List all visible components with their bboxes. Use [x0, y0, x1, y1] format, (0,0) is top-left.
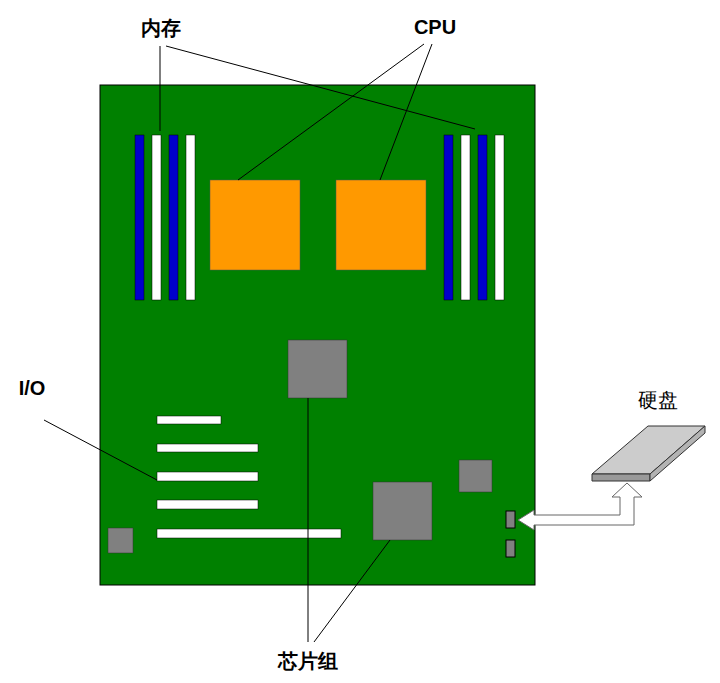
- memory-slot: [169, 135, 178, 300]
- part-label: I/O: [17, 377, 48, 400]
- memory-slot: [135, 135, 144, 300]
- part-label: 内存: [139, 17, 183, 40]
- part-label: 芯片组: [276, 650, 340, 673]
- data-arrow: [518, 483, 642, 530]
- hard-disk: [592, 426, 705, 481]
- part-label: CPU: [412, 16, 458, 39]
- io-slot: [157, 529, 341, 538]
- disk-port: [506, 511, 515, 528]
- leader-line: [44, 420, 157, 480]
- leader-line: [160, 46, 161, 131]
- io-slot: [157, 444, 258, 452]
- cpu-chip: [336, 180, 426, 270]
- disk-port: [506, 540, 515, 557]
- leader-line: [238, 44, 424, 180]
- chipset-chip: [373, 482, 432, 540]
- part-label: 硬盘: [636, 389, 680, 412]
- motherboard: [100, 85, 535, 585]
- io-slot: [157, 472, 258, 481]
- leader-lines: [44, 44, 475, 642]
- leader-line: [166, 46, 475, 129]
- leader-line: [380, 44, 432, 180]
- cpu-chip: [210, 180, 300, 270]
- memory-slot: [461, 135, 470, 300]
- leader-line: [308, 398, 309, 642]
- io-slots: [157, 416, 341, 538]
- chipset-chip: [288, 340, 347, 398]
- memory-slot: [444, 135, 453, 300]
- memory-slot: [186, 135, 195, 300]
- disk-front: [592, 474, 650, 481]
- memory-slot: [478, 135, 487, 300]
- io-slot: [157, 500, 258, 509]
- memory-slot: [495, 135, 504, 300]
- small-chip: [108, 528, 133, 553]
- disk-side: [650, 426, 705, 481]
- memory-slot: [152, 135, 161, 300]
- io-slot: [157, 416, 221, 424]
- small-chip: [459, 460, 492, 492]
- disk-top: [592, 426, 705, 474]
- leader-line: [314, 540, 390, 642]
- memory-slots: [135, 135, 504, 300]
